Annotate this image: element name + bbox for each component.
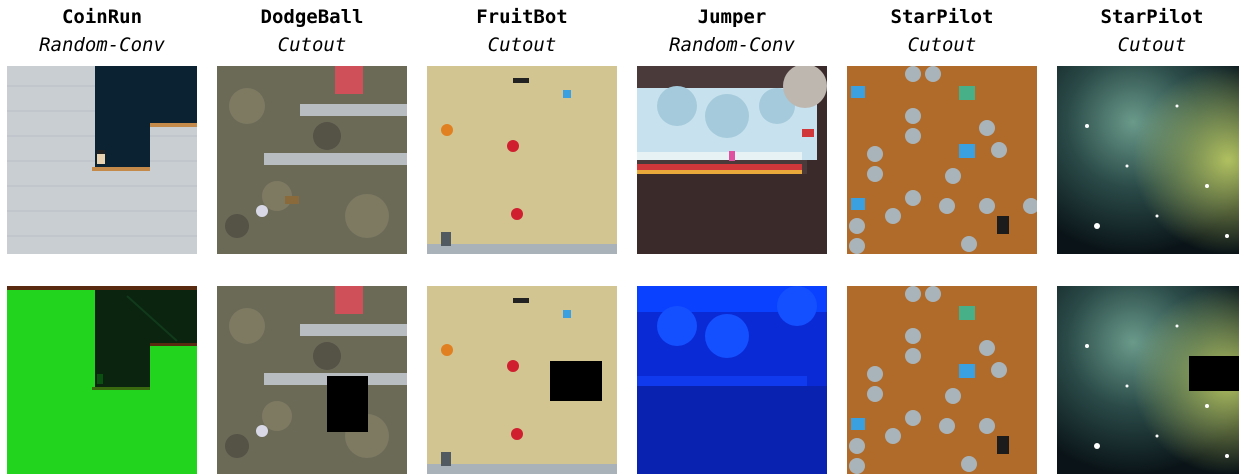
column-dodgeball: DodgeBall Cutout [217,0,407,474]
column-fruitbot: FruitBot Cutout [427,0,617,474]
augmentation-label: Cutout [1117,34,1187,56]
original-frame [7,66,197,254]
starpilot-augmented-image [847,286,1037,474]
column-coinrun: CoinRun Random-Conv [7,0,197,474]
augmented-frame [217,286,407,474]
game-title: Jumper [697,6,767,28]
augmented-frame [7,286,197,474]
game-title: StarPilot [1100,6,1204,28]
coinrun-original-image [7,66,197,254]
original-frame [427,66,617,254]
column-starpilot-1: StarPilot Cutout [847,0,1037,474]
augmented-frame [637,286,827,474]
cutout-patch [1189,356,1239,391]
augmented-frame [1057,286,1239,474]
starpilot-original-image [847,66,1037,254]
starpilot-space-augmented-image [1057,286,1239,474]
dodgeball-original-image [217,66,407,254]
original-frame [637,66,827,254]
column-starpilot-2: StarPilot Cutout [1057,0,1239,474]
augmented-frame [847,286,1037,474]
original-frame [1057,66,1239,254]
starpilot-space-original-image [1057,66,1239,254]
jumper-original-image [637,66,827,254]
coinrun-augmented-image [7,286,197,474]
original-frame [217,66,407,254]
augmented-frame [427,286,617,474]
augmentation-label: Cutout [487,34,557,56]
augmentation-label: Cutout [907,34,977,56]
augmentation-label: Random-Conv [39,34,165,56]
cutout-patch [550,361,602,401]
fruitbot-original-image [427,66,617,254]
game-title: DodgeBall [260,6,364,28]
augmentation-label: Cutout [277,34,347,56]
game-title: CoinRun [61,6,143,28]
cutout-patch [327,376,368,432]
augmentation-label: Random-Conv [669,34,795,56]
jumper-augmented-image [637,286,827,474]
dodgeball-augmented-image [217,286,407,474]
column-jumper: Jumper Random-Conv [637,0,827,474]
fruitbot-augmented-image [427,286,617,474]
game-title: StarPilot [890,6,994,28]
original-frame [847,66,1037,254]
game-title: FruitBot [476,6,568,28]
